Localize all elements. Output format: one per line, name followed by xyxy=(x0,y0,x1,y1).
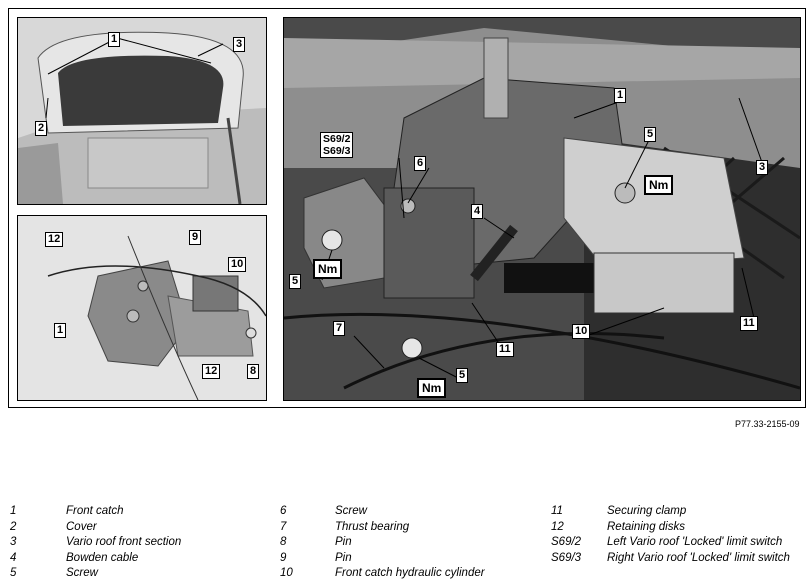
legend-number: 9 xyxy=(280,551,287,564)
callout-7: 7 xyxy=(333,321,346,336)
torque-marker: Nm xyxy=(417,378,447,398)
legend-item: 11 Securing clamp xyxy=(551,504,790,520)
legend-text: Retaining disks xyxy=(607,520,685,533)
callout-3: 3 xyxy=(756,160,769,175)
legend-item: 8 Pin xyxy=(280,535,485,551)
legend-text: Cover xyxy=(66,520,97,533)
callout-5: 5 xyxy=(456,368,469,383)
callout-1: 1 xyxy=(614,88,627,103)
photo-main-catch: 1 3 5 6 S69/2 S69/3 4 5 7 11 10 11 5 Nm … xyxy=(283,17,801,401)
legend-text: Thrust bearing xyxy=(335,520,410,533)
photo-roof-overview: 1 2 3 xyxy=(17,17,267,205)
legend-item: 6 Screw xyxy=(280,504,485,520)
legend-item: 12 Retaining disks xyxy=(551,520,790,536)
callout-6: 6 xyxy=(414,156,427,171)
legend-text: Screw xyxy=(66,567,98,579)
torque-marker: Nm xyxy=(313,259,343,279)
legend-item: S69/2 Left Vario roof 'Locked' limit swit… xyxy=(551,535,790,551)
legend-number: 3 xyxy=(10,536,17,548)
legend-number: 7 xyxy=(280,520,287,533)
legend-number: 1 xyxy=(10,505,17,517)
legend-number: S69/3 xyxy=(551,551,582,564)
figure-reference: P77.33-2155-09 xyxy=(735,419,800,429)
legend-number: 11 xyxy=(551,505,563,517)
callout-10: 10 xyxy=(228,257,247,272)
torque-marker: Nm xyxy=(644,175,674,195)
legend-item: 9 Pin xyxy=(280,551,485,567)
legend-column-1: 1 Front catch 2 Cover 3 Vario roof front se… xyxy=(10,504,181,582)
callout-3: 3 xyxy=(233,37,246,52)
legend-item: 3 Vario roof front section xyxy=(10,535,181,551)
legend-item: 1 Front catch xyxy=(10,504,181,520)
legend-text: Left Vario roof 'Locked' limit switch xyxy=(607,536,783,548)
callout-4: 4 xyxy=(471,204,484,219)
legend-item: 10 Front catch hydraulic cylinder xyxy=(280,566,485,582)
legend-number: 8 xyxy=(280,536,287,548)
legend-text: Front catch xyxy=(66,505,124,517)
legend-number: 4 xyxy=(10,551,17,564)
legend-item: 2 Cover xyxy=(10,520,181,536)
callout-12: 12 xyxy=(202,364,221,379)
callout-5: 5 xyxy=(289,274,302,289)
legend-text: Front catch hydraulic cylinder xyxy=(335,567,485,579)
callout-2: 2 xyxy=(35,121,48,136)
legend-number: 10 xyxy=(280,567,293,579)
legend-column-3: 11 Securing clamp 12 Retaining disks S69/2… xyxy=(551,504,790,566)
legend-number: S69/2 xyxy=(551,536,582,548)
legend-text: Right Vario roof 'Locked' limit switch xyxy=(607,551,790,564)
legend-text: Securing clamp xyxy=(607,505,687,517)
callout-1: 1 xyxy=(54,323,67,338)
figure-frame: 1 2 3 12 9 10 1 12 8 xyxy=(8,8,806,408)
legend-item: 4 Bowden cable xyxy=(10,551,181,567)
legend-number: 2 xyxy=(10,520,17,533)
legend-item: S69/3 Right Vario roof 'Locked' limit swi… xyxy=(551,551,790,567)
callout-11: 11 xyxy=(496,342,514,357)
legend-text: Pin xyxy=(335,551,352,564)
callout-12: 12 xyxy=(45,232,64,247)
legend-text: Pin xyxy=(335,536,352,548)
legend-text: Vario roof front section xyxy=(66,536,182,548)
photo-catch-detail: 12 9 10 1 12 8 xyxy=(17,215,267,401)
legend-number: 5 xyxy=(10,567,17,579)
legend-item: 7 Thrust bearing xyxy=(280,520,485,536)
callout-10: 10 xyxy=(572,324,591,339)
legend-text: Screw xyxy=(335,505,367,517)
callout-11: 11 xyxy=(740,316,758,331)
legend-number: 6 xyxy=(280,505,287,517)
callout-8: 8 xyxy=(247,364,260,379)
callout-1: 1 xyxy=(108,32,121,47)
callout-5: 5 xyxy=(644,127,657,142)
legend-item: 5 Screw xyxy=(10,566,181,582)
legend-text: Bowden cable xyxy=(66,551,139,564)
callout-9: 9 xyxy=(189,230,202,245)
switch-label: S69/2 S69/3 xyxy=(320,132,354,158)
legend-number: 12 xyxy=(551,520,564,533)
